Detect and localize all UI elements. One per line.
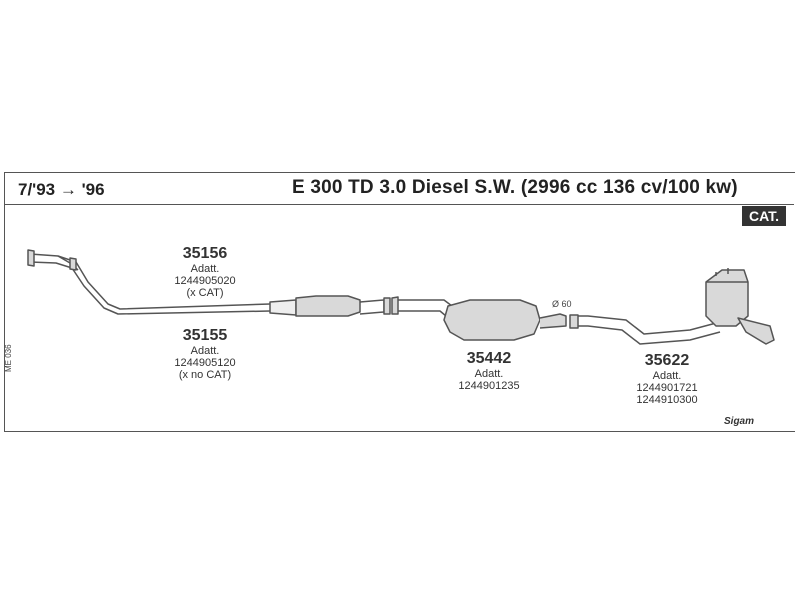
part-ref: 1244901235 <box>458 380 520 392</box>
part-35155: 35155 Adatt. 1244905120 (x no CAT) <box>150 327 260 381</box>
part-ref: 1244910300 <box>636 394 698 406</box>
rear-pipe <box>572 315 721 335</box>
middle-muffler <box>443 299 541 341</box>
part-35442: 35442 Adatt. 1244901235 <box>434 350 544 392</box>
part-ref: 1244905020 <box>174 275 236 287</box>
part-note: Adatt. <box>190 345 220 357</box>
header-divider <box>4 204 794 205</box>
part-35156: 35156 Adatt. 1244905020 (x CAT) <box>150 245 260 299</box>
part-ref: 1244905120 <box>174 357 236 369</box>
cat-badge: CAT. <box>742 206 786 226</box>
rear-muffler <box>705 269 749 327</box>
part-note: Adatt. <box>190 263 220 275</box>
diagram-frame <box>4 172 795 432</box>
part-35622: 35622 Adatt. 1244901721 1244910300 <box>612 352 722 406</box>
part-number: 35156 <box>182 245 228 262</box>
diameter-label: Ø 60 <box>552 299 572 309</box>
flex-section <box>269 299 297 316</box>
part-note: Adatt. <box>474 368 504 380</box>
date-range: 7/'93 → '96 <box>18 180 105 199</box>
part-number: 35155 <box>182 327 228 344</box>
part-number: 35622 <box>644 352 690 369</box>
part-note: (x CAT) <box>186 287 224 299</box>
part-number: 35442 <box>466 350 512 367</box>
part-note: (x no CAT) <box>178 369 232 381</box>
catalog-code: ME 036 <box>4 344 13 372</box>
part-note: Adatt. <box>652 370 682 382</box>
model-title: E 300 TD 3.0 Diesel S.W. (2996 cc 136 cv… <box>292 177 738 198</box>
brand-logo: Sigam <box>724 416 755 427</box>
mid-pipe <box>391 296 399 315</box>
part-ref: 1244901721 <box>636 382 698 394</box>
